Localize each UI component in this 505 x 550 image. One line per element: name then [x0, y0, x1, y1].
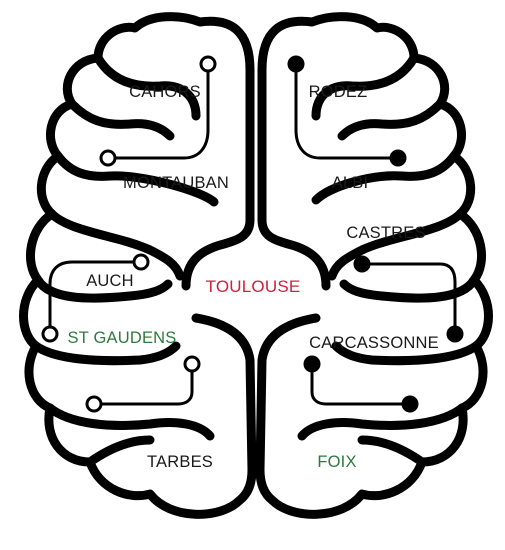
fold-right-7	[302, 408, 462, 436]
fold-left-7	[50, 408, 210, 436]
trace-rodez	[296, 64, 398, 158]
fold-left-4	[52, 214, 180, 276]
label-tarbes: TARBES	[147, 453, 213, 471]
node-rodez-filled	[289, 57, 303, 71]
label-auch: AUCH	[86, 272, 134, 290]
node-montauban-open	[101, 151, 115, 165]
label-rodez: RODEZ	[309, 83, 368, 101]
label-montauban: MONTAUBAN	[123, 174, 229, 192]
node-carcassonne-filled	[448, 327, 462, 341]
node-auch-open	[134, 255, 148, 269]
label-albi: ALBI	[332, 174, 369, 192]
fold-left-6	[36, 346, 176, 361]
label-castres: CASTRES	[346, 224, 425, 242]
fold-left-8	[90, 440, 150, 462]
label-cahors: CAHORS	[129, 83, 201, 101]
trace-tarbes	[94, 364, 192, 404]
node-stgaudens-open	[43, 327, 57, 341]
brainstem-right	[260, 318, 316, 470]
node-foix-upper-filled	[305, 357, 319, 371]
fold-right-2	[342, 104, 440, 136]
node-cahors-open	[201, 57, 215, 71]
label-toulouse: TOULOUSE	[206, 277, 301, 296]
trace-carcassonne	[312, 364, 410, 404]
brainstem-left	[196, 318, 252, 470]
node-foix-lower-filled	[403, 397, 417, 411]
label-carcassonne: CARCASSONNE	[309, 334, 439, 352]
fold-right-8	[362, 440, 422, 462]
node-tarbes-lower-open	[87, 397, 101, 411]
node-tarbes-upper-open	[185, 357, 199, 371]
node-castres-filled	[355, 257, 369, 271]
node-albi-filled	[391, 151, 405, 165]
fold-left-2	[72, 104, 170, 136]
label-st-gaudens: ST GAUDENS	[68, 329, 177, 347]
label-foix: FOIX	[317, 453, 356, 471]
